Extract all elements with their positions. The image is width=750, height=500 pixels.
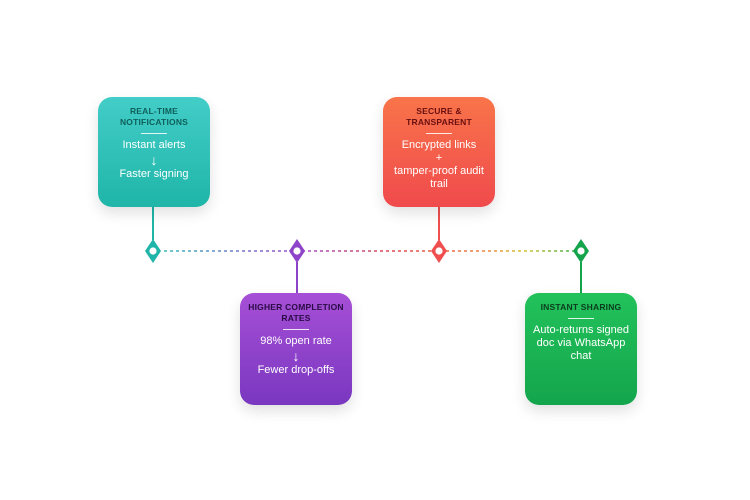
card-title: REAL-TIME NOTIFICATIONS <box>119 106 189 127</box>
card-secure-transparent: SECURE & TRANSPARENT Encrypted links + t… <box>383 97 495 207</box>
title-divider <box>426 133 452 134</box>
map-pin-icon <box>145 239 161 263</box>
map-pin-icon <box>289 239 305 263</box>
card-title: HIGHER COMPLETION RATES <box>248 302 344 323</box>
card-line: 98% open rate <box>260 335 332 347</box>
card-title: INSTANT SHARING <box>540 302 622 312</box>
card-instant-sharing: INSTANT SHARING Auto-returns signed doc … <box>525 293 637 405</box>
title-divider <box>568 318 594 319</box>
card-higher-completion-rates: HIGHER COMPLETION RATES 98% open rate ↓ … <box>240 293 352 405</box>
card-line: + <box>435 152 443 164</box>
card-line: Auto-returns signed doc via WhatsApp cha… <box>533 324 629 362</box>
title-divider <box>283 329 309 330</box>
card-line: Faster signing <box>119 168 189 180</box>
card-title: SECURE & TRANSPARENT <box>406 106 472 127</box>
card-line: Instant alerts <box>122 139 186 151</box>
down-arrow-icon: ↓ <box>150 152 158 168</box>
map-pin-icon <box>431 239 447 263</box>
card-line: Encrypted links <box>401 139 477 151</box>
card-line: Fewer drop-offs <box>257 364 335 376</box>
title-divider <box>141 133 167 134</box>
down-arrow-icon: ↓ <box>292 348 300 364</box>
map-pin-icon <box>573 239 589 263</box>
card-realtime-notifications: REAL-TIME NOTIFICATIONS Instant alerts ↓… <box>98 97 210 207</box>
card-line: tamper-proof audit trail <box>394 165 484 190</box>
